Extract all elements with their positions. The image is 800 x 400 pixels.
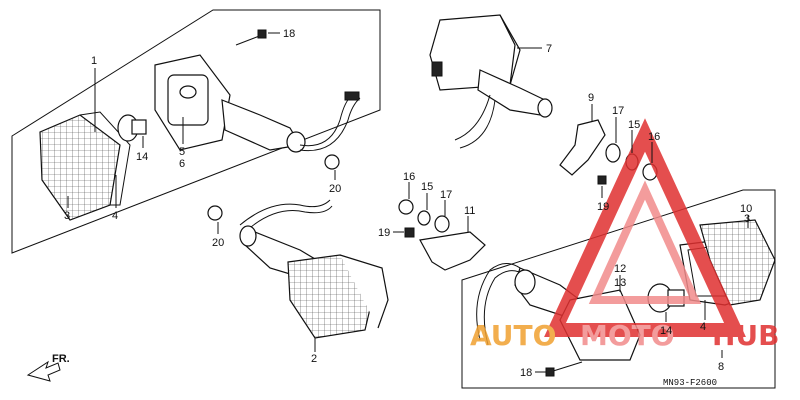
callout-4-upper: 4 — [112, 210, 118, 222]
bracket-9 — [559, 119, 606, 176]
callout-17-mid: 17 — [440, 189, 452, 201]
washer-17-upper — [605, 143, 621, 163]
callout-5: 5 — [179, 146, 185, 158]
callout-18-top: 18 — [283, 28, 295, 40]
watermark-text-hub: HUB — [712, 319, 780, 352]
lens-upper-left — [39, 111, 131, 221]
callout-12: 12 — [614, 263, 626, 275]
nut-16-mid — [398, 199, 414, 215]
callout-9: 9 — [588, 92, 594, 104]
callout-16-upper: 16 — [648, 131, 660, 143]
front-label: FR. — [52, 353, 70, 365]
callout-20-upper: 20 — [329, 183, 341, 195]
callout-1: 1 — [91, 55, 97, 67]
callout-7: 7 — [546, 43, 552, 55]
callout-3-lower: 3 — [744, 213, 750, 225]
group-box-right — [461, 189, 776, 389]
washer-15-mid — [417, 210, 431, 226]
bulb-upper — [117, 114, 147, 142]
signal-upper-right — [429, 14, 553, 149]
callout-18-lower: 18 — [520, 367, 532, 379]
nut-20-lower — [207, 205, 223, 221]
housing-upper-left — [154, 54, 361, 153]
bolt-19-upper — [597, 175, 607, 185]
callout-2: 2 — [311, 353, 317, 365]
callout-15-upper: 15 — [628, 119, 640, 131]
callout-11: 11 — [464, 205, 475, 217]
callout-19-upper: 19 — [597, 201, 609, 213]
group-box-left — [11, 9, 381, 254]
callout-6: 6 — [179, 158, 185, 170]
bolt-19-mid — [404, 227, 415, 238]
watermark-triangle — [544, 118, 746, 337]
callout-20-lower: 20 — [212, 237, 224, 249]
callout-15-mid: 15 — [421, 181, 433, 193]
callout-14-upper: 14 — [136, 151, 148, 163]
callout-16-mid: 16 — [403, 171, 415, 183]
washer-17-mid — [434, 215, 450, 233]
callout-3-upper: 3 — [64, 210, 70, 222]
screw-18-top — [235, 29, 267, 46]
callout-14-lower: 14 — [660, 325, 672, 337]
signal-lower-center — [239, 199, 389, 339]
callout-17-upper: 17 — [612, 105, 624, 117]
bracket-11 — [419, 231, 486, 271]
watermark-text-moto: MOTO — [580, 319, 675, 352]
watermark-text-auto: AUTO — [470, 319, 556, 352]
front-direction-arrow: FR. — [26, 353, 70, 382]
nut-20-upper — [324, 154, 340, 170]
callout-10: 10 — [740, 203, 752, 215]
drawing-code: MN93-F2600 — [663, 378, 717, 388]
callouts: 1 18 3 14 5 6 4 20 7 9 17 15 16 19 16 15… — [64, 28, 752, 379]
callout-4-lower: 4 — [700, 321, 706, 333]
callout-19-mid: 19 — [378, 227, 390, 239]
callout-8: 8 — [718, 361, 724, 373]
callout-13: 13 — [614, 277, 626, 289]
watermark: AUTO MOTO HUB — [470, 118, 780, 352]
